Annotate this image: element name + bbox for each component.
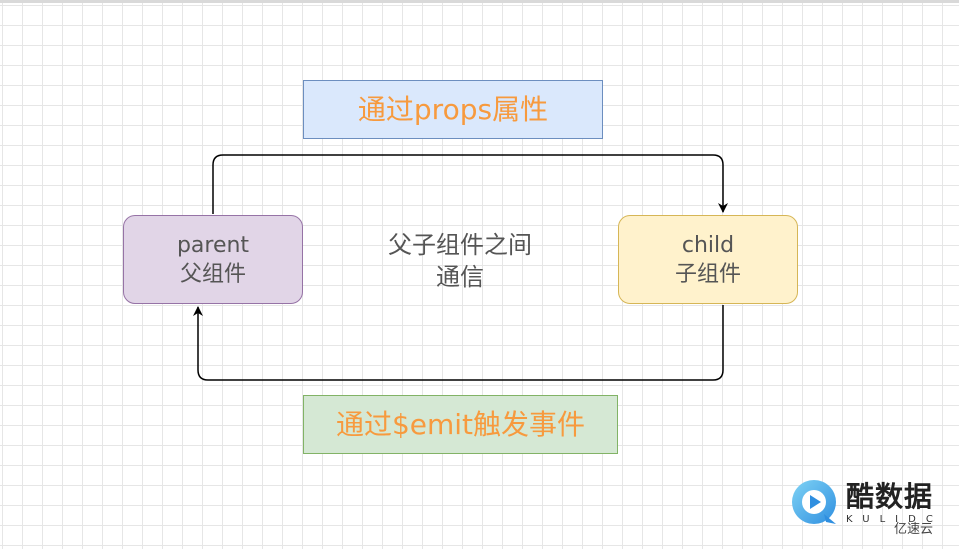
kulidc-logo-icon (792, 480, 836, 524)
center-caption: 父子组件之间 通信 (358, 226, 562, 296)
parent-node: parent 父组件 (123, 215, 303, 304)
watermark: 酷数据 KULIDC 亿速云 (790, 478, 950, 538)
top-rule (0, 0, 959, 3)
child-subtitle: 子组件 (674, 261, 741, 287)
watermark-title: 酷数据 (846, 480, 934, 513)
parent-subtitle: 父组件 (179, 261, 246, 287)
emit-label-text: 通过$emit触发事件 (335, 407, 586, 441)
props-label-text: 通过props属性 (357, 92, 549, 126)
parent-name: parent (176, 232, 250, 258)
props-flow-arrow (212, 154, 728, 214)
center-caption-line2: 通信 (436, 263, 484, 291)
child-name: child (681, 232, 735, 258)
child-node: child 子组件 (618, 215, 798, 304)
emit-label: 通过$emit触发事件 (303, 395, 618, 454)
watermark-brand: 亿速云 (894, 522, 934, 537)
emit-flow-arrow (193, 305, 724, 381)
watermark-subtitle: KULIDC (846, 514, 943, 525)
props-label: 通过props属性 (303, 80, 603, 139)
center-caption-line1: 父子组件之间 (388, 231, 532, 259)
